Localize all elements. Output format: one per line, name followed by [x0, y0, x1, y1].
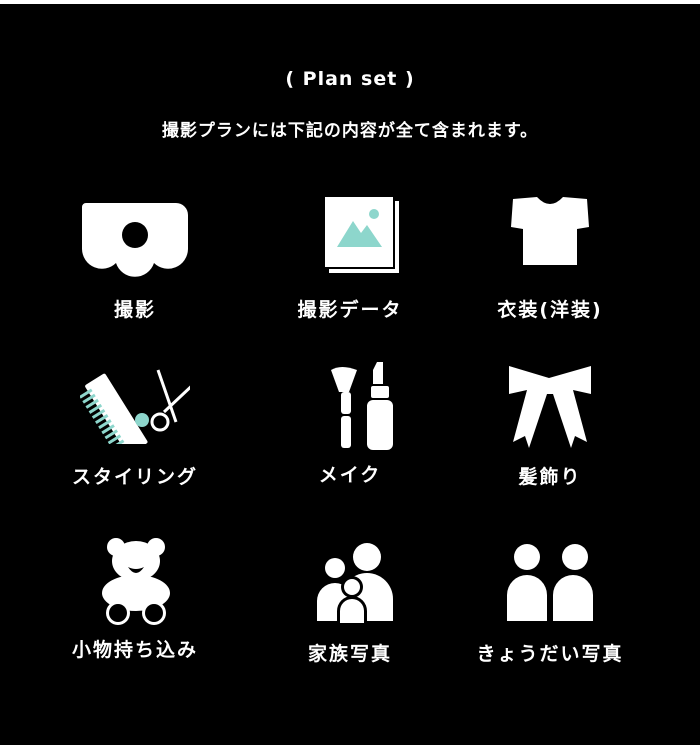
plan-item-label: 撮影データ	[297, 299, 403, 321]
family-icon	[295, 541, 405, 623]
plan-item-label: 小物持ち込み	[71, 639, 198, 661]
comb-scissors-icon	[80, 364, 190, 444]
plan-item-family-photo: 家族写真	[250, 541, 450, 701]
plan-item-shooting: 撮影	[35, 197, 235, 357]
plan-set-title: ( Plan set )	[285, 68, 415, 90]
makeup-icon	[295, 362, 405, 450]
plan-item-photo-data: 撮影データ	[250, 197, 450, 357]
teddy-bear-icon	[80, 537, 190, 625]
plan-item-makeup: メイク	[250, 362, 450, 522]
plan-item-label: メイク	[318, 464, 382, 486]
tshirt-icon	[495, 197, 605, 277]
plan-item-label: 家族写真	[307, 643, 392, 665]
plan-item-label: きょうだい写真	[476, 643, 624, 665]
plan-item-bring-items: 小物持ち込み	[35, 537, 235, 697]
ribbon-icon	[495, 364, 605, 448]
plan-item-label: 衣装(洋装)	[497, 299, 603, 321]
plan-item-styling: スタイリング	[35, 364, 235, 524]
plan-set-panel: ( Plan set ) 撮影プランには下記の内容が全て含まれます。 撮影 撮影…	[0, 4, 700, 745]
camera-icon	[80, 197, 190, 277]
plan-item-costume: 衣装(洋装)	[450, 197, 650, 357]
plan-item-label: 撮影	[113, 299, 156, 321]
plan-item-siblings-photo: きょうだい写真	[450, 541, 650, 701]
photo-data-icon	[295, 197, 405, 277]
plan-item-hair-accessory: 髪飾り	[450, 364, 650, 524]
siblings-icon	[495, 541, 605, 621]
plan-set-subtitle: 撮影プランには下記の内容が全て含まれます。	[161, 121, 539, 141]
plan-item-label: 髪飾り	[518, 466, 582, 488]
plan-item-label: スタイリング	[71, 466, 198, 488]
